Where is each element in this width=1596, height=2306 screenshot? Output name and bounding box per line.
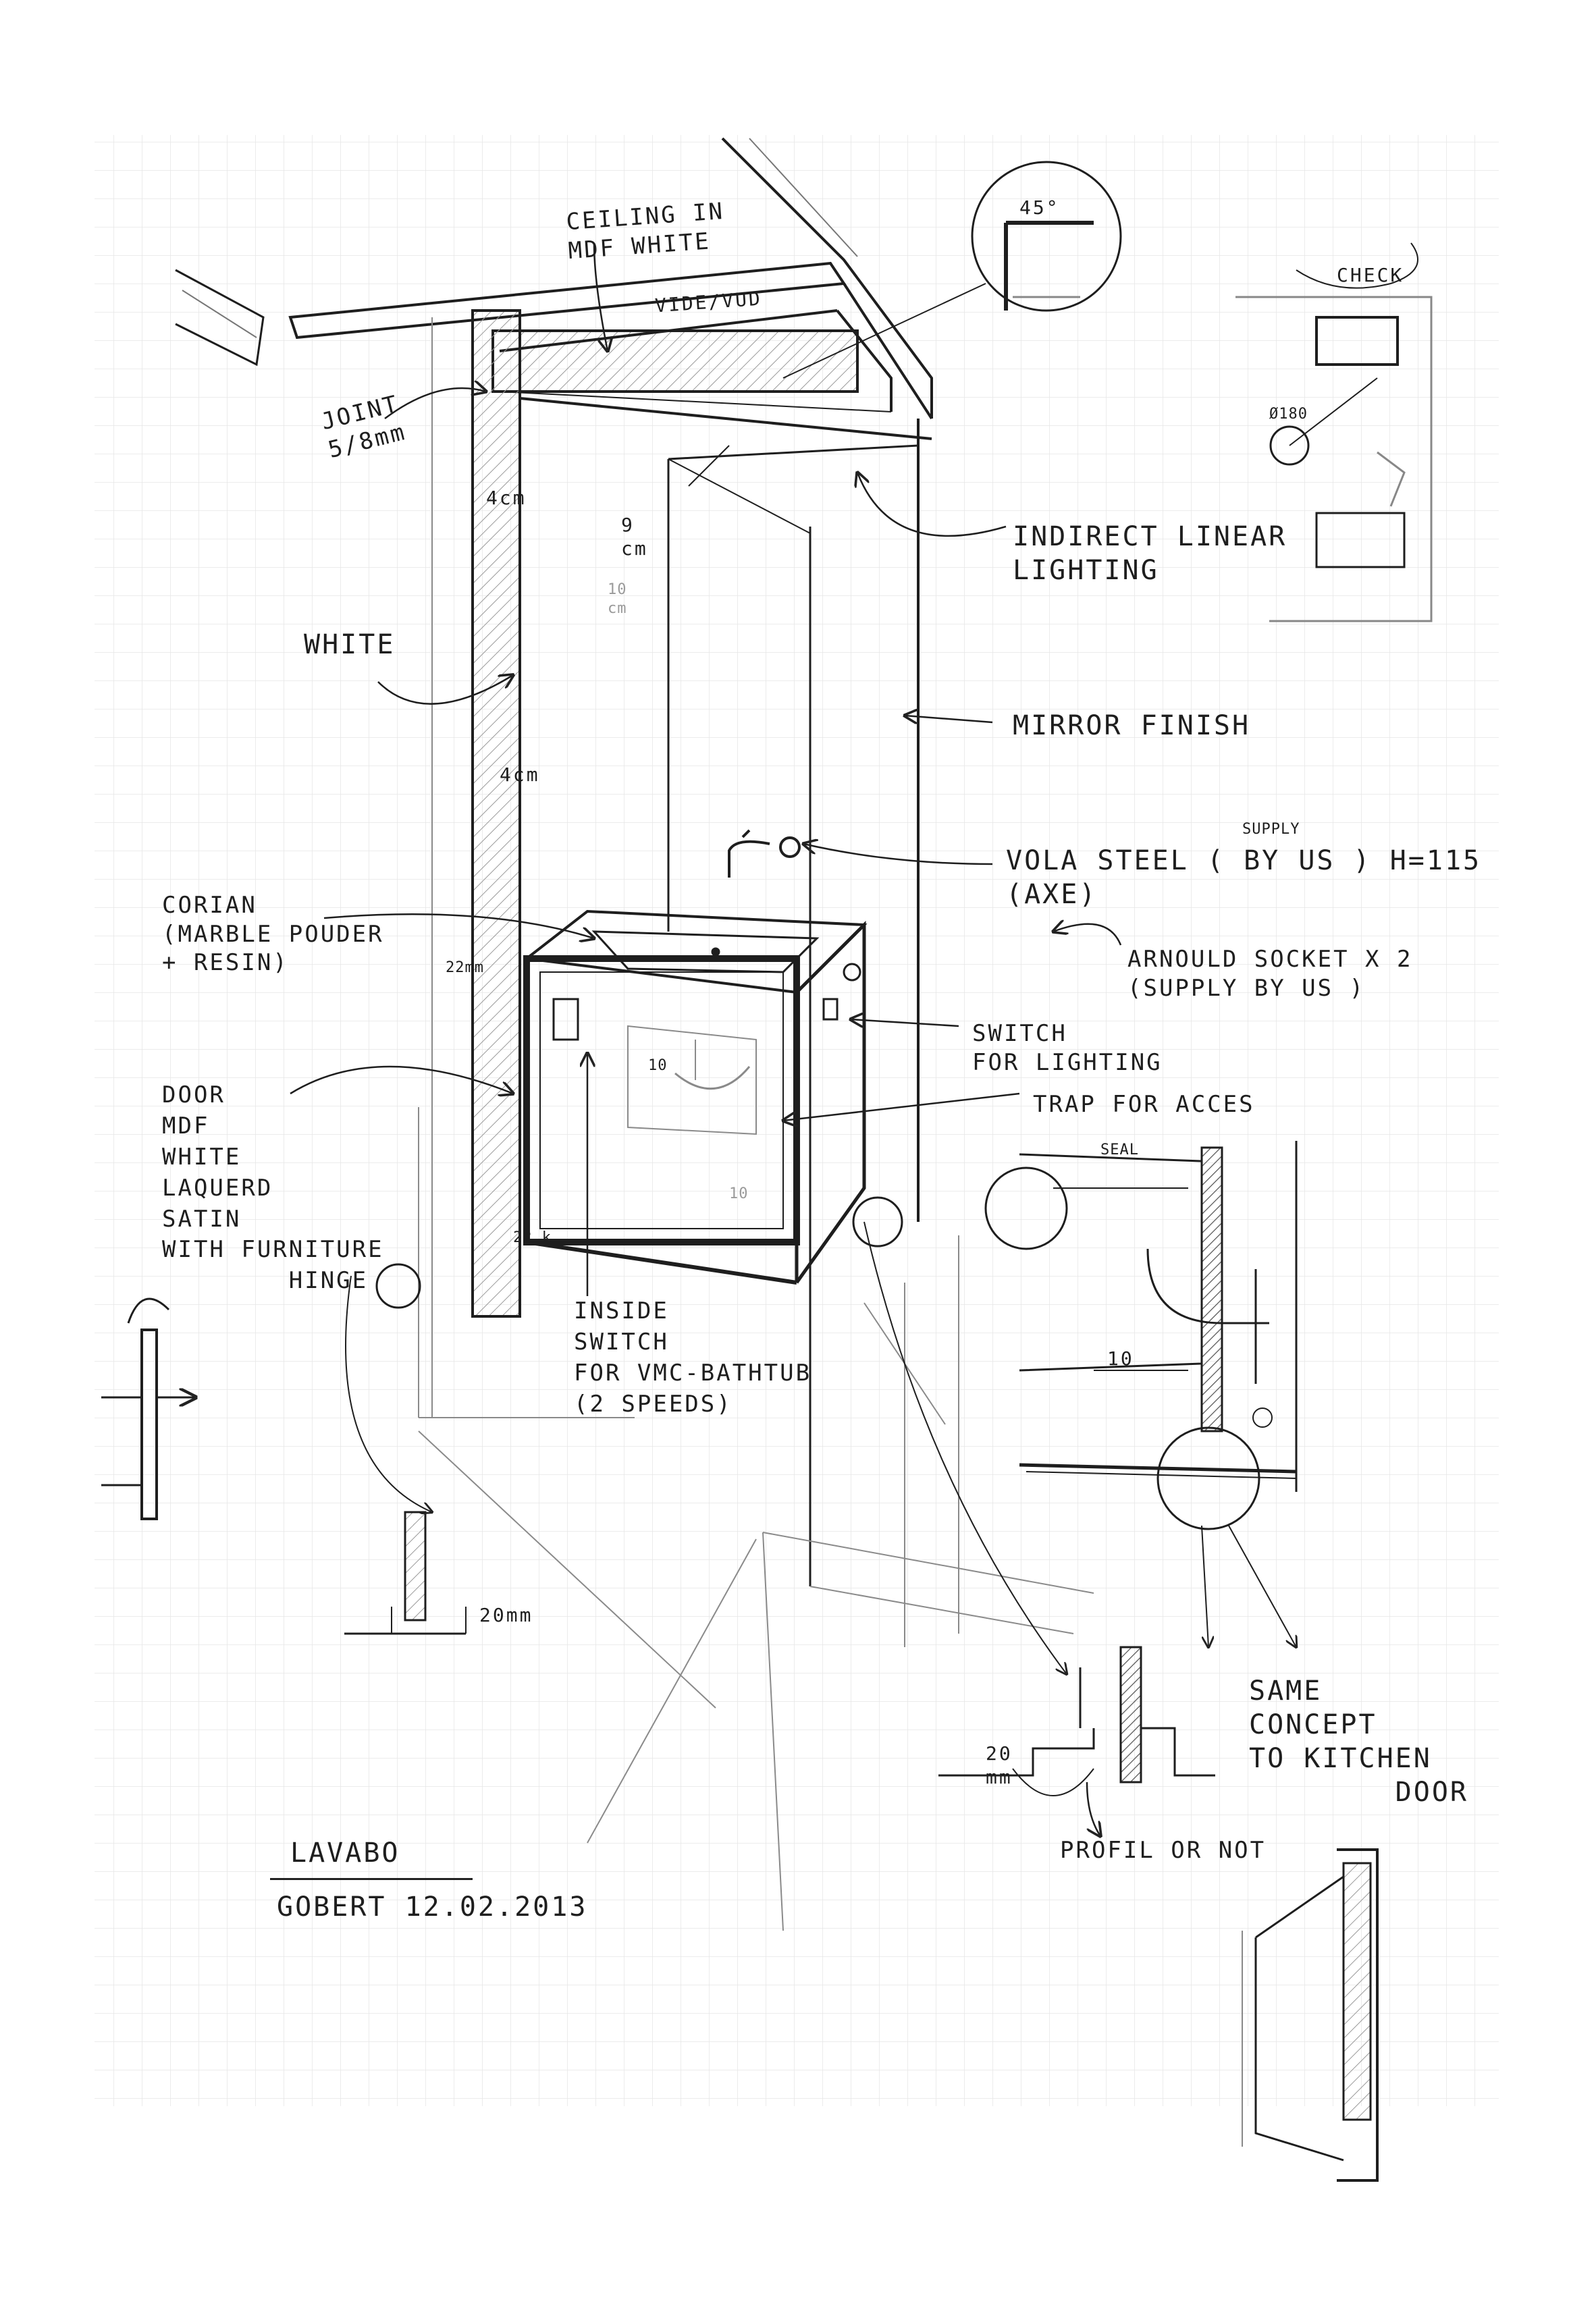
label-profil: PROFIL OR NOT <box>1060 1837 1267 1864</box>
label-dim-4cm-top: 4cm <box>486 487 527 509</box>
label-dim-10cm: 10 cm <box>608 581 627 617</box>
title-underline <box>270 1878 473 1880</box>
label-arnould-socket: ARNOULD SOCKET X 2 (SUPPLY BY US ) <box>1127 946 1413 1002</box>
label-dim-22-top: 22mm <box>446 959 484 976</box>
label-white: WHITE <box>304 629 396 660</box>
label-dim-20-detail: 20 mm <box>986 1742 1013 1788</box>
hinge-detail-left <box>101 1196 1067 1674</box>
label-dim-10-lower: 10 <box>729 1185 749 1202</box>
label-dim-4cm-mid: 4cm <box>500 763 540 786</box>
label-dim-10-detail: 10 <box>1107 1347 1134 1370</box>
detail-top-right <box>782 161 1433 622</box>
label-dim-10-inner: 10 <box>648 1057 668 1074</box>
label-switch-lighting: SWITCH FOR LIGHTING <box>972 1020 1163 1076</box>
mirror-niche <box>418 309 932 1586</box>
section-detail-right <box>984 1141 1296 1647</box>
profile-detail <box>938 1646 1379 2182</box>
label-door: DOOR MDF WHITE LAQUERD SATIN WITH FURNIT… <box>162 1081 384 1295</box>
floor-perspective <box>418 1235 1094 1931</box>
vola-faucet <box>728 829 801 878</box>
sketch-title: LAVABO <box>290 1838 400 1869</box>
label-vola-faucet: VOLA STEEL ( BY US ) H=115 (AXE) <box>1006 845 1482 910</box>
label-indirect-lighting: INDIRECT LINEAR LIGHTING <box>1013 521 1287 586</box>
label-corian: CORIAN (MARBLE POUDER + RESIN) <box>162 892 384 976</box>
label-seal: SEAL <box>1100 1142 1139 1158</box>
label-inside-switch: INSIDE SWITCH FOR VMC-BATHTUB (2 SPEEDS) <box>574 1297 812 1418</box>
label-dim-22-bottom: 22 k <box>513 1229 552 1246</box>
author-date: GOBERT 12.02.2013 <box>277 1892 588 1923</box>
ceiling-structure <box>175 137 933 420</box>
label-dim-9cm: 9 cm <box>621 514 648 560</box>
label-diameter-180: Ø180 <box>1269 406 1308 423</box>
label-same-concept: SAME CONCEPT TO KITCHEN DOOR <box>1249 1675 1468 1808</box>
label-trap-access: TRAP FOR ACCES <box>1033 1091 1255 1118</box>
label-angle-45: 45° <box>1019 196 1060 219</box>
label-ceiling: CEILING IN MDF WHITE <box>565 197 726 265</box>
vanity-cabinet <box>523 909 868 1285</box>
label-mirror-finish: MIRROR FINISH <box>1013 710 1251 741</box>
label-check: CHECK <box>1337 264 1404 286</box>
leader-lines <box>290 242 1122 1836</box>
label-supply: SUPPLY <box>1242 821 1300 838</box>
label-dim-20mm: 20mm <box>479 1604 533 1626</box>
